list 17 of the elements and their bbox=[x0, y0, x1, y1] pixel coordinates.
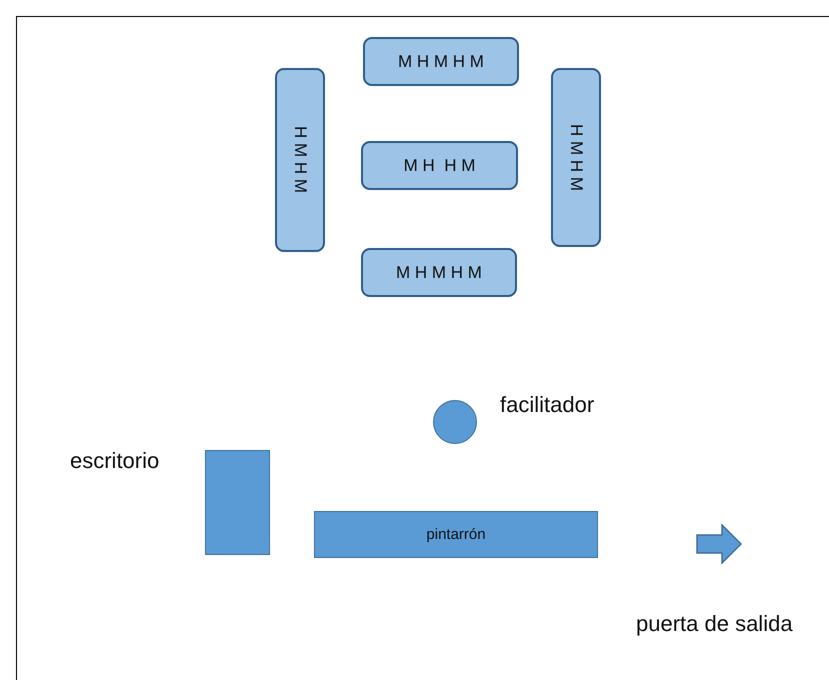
table-shape bbox=[275, 68, 325, 252]
exit-label: puerta de salida bbox=[636, 611, 793, 637]
table-shape bbox=[361, 248, 517, 297]
seat-label: H M H M bbox=[290, 126, 310, 194]
desk-shape bbox=[205, 450, 270, 555]
seat-label: H M H M bbox=[566, 124, 586, 192]
seat-label: M H H M bbox=[404, 156, 476, 176]
caption-text: escritorio bbox=[70, 448, 160, 474]
caption-text: facilitador bbox=[500, 392, 594, 418]
seat-label: M H M H M bbox=[396, 262, 482, 282]
table-shape bbox=[363, 37, 519, 86]
person-circle bbox=[433, 400, 477, 444]
table-shape bbox=[361, 141, 518, 190]
board-label: pintarrón bbox=[426, 526, 486, 543]
table-shape bbox=[551, 68, 601, 247]
seat-label: M H M H M bbox=[398, 52, 484, 72]
whiteboard-shape bbox=[314, 511, 598, 558]
